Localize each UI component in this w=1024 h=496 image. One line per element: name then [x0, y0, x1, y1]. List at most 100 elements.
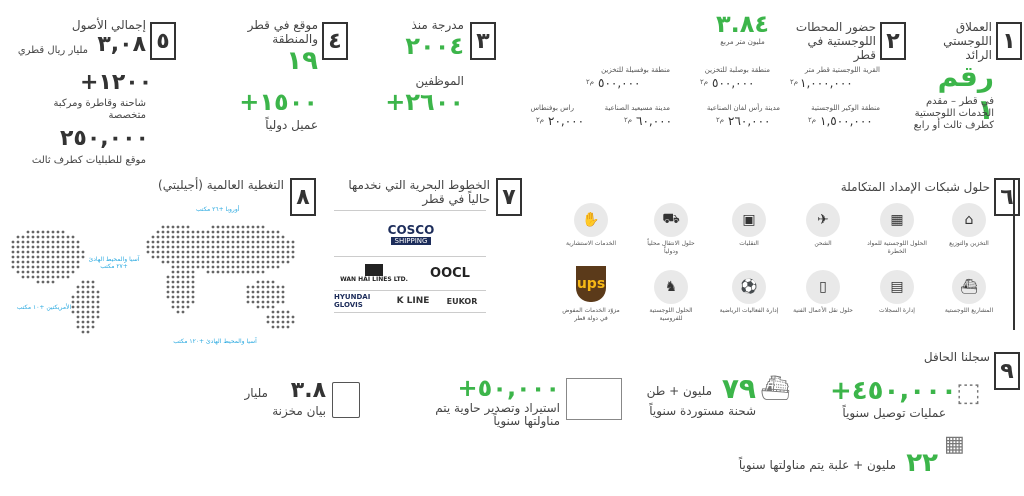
cosco-logo: COSCO SHIPPING	[387, 223, 435, 245]
service-label: المشاريع اللوجستية	[944, 307, 994, 314]
clients-count: +١٥٠٠	[239, 88, 318, 116]
service-label: حلول الانتقال محلياً ودولياً	[647, 240, 695, 255]
handshake-icon: ✋	[574, 203, 608, 237]
service-label: النقليات	[739, 240, 759, 247]
employees-count: +٢٦٠٠	[385, 88, 464, 116]
map-callout: أوروبا +٢٦ مكتب	[196, 206, 240, 213]
terminal-unit: م٢	[624, 116, 633, 124]
terminal-value: ٢٠,٠٠٠	[548, 114, 585, 128]
terminal-label: منطقة بوصلبة للتخزين	[704, 66, 770, 74]
eukor-logo: EUKOR	[446, 296, 478, 306]
containers-count: +٥٠,٠٠٠	[457, 374, 560, 402]
service-label: إدارة الفعاليات الرياضية	[719, 307, 779, 314]
ups-logo: ups	[576, 266, 606, 302]
terminal-label: منطقة الوكير اللوجستية	[811, 104, 880, 112]
fleet-count: +١٢٠٠	[80, 70, 153, 95]
section-title-3: مدرجة منذ	[411, 18, 464, 32]
freight-icon: ✈	[806, 203, 840, 237]
container-icon	[566, 378, 622, 420]
hazmat-icon: ▦	[880, 203, 914, 237]
terminal-unit: م٢	[808, 116, 817, 124]
tonnage-label: شحنة مستوردة سنوياً	[649, 404, 756, 418]
delivery-box-icon: ⬚	[956, 378, 981, 408]
section-title-9: سجلنا الحافل	[923, 350, 990, 364]
terminal-value: ٥٠٠,٠٠٠	[598, 76, 641, 90]
terminal-label: منطقة بوفسيلة للتخزين	[601, 66, 670, 74]
section-number-6: ٦	[994, 178, 1020, 216]
terminal-value: ٦٠,٠٠٠	[636, 114, 673, 128]
world-map	[11, 225, 295, 334]
map-callout: آسيا والمحيط الهادئ +١٢٠ مكتب	[173, 338, 257, 345]
document-icon	[332, 382, 360, 418]
moving-truck-icon: ⛟	[654, 203, 688, 237]
area-total-unit: مليون متر مربع	[720, 38, 765, 46]
terminal-unit: م٢	[536, 116, 545, 124]
terminal-label: مدينة مسيعيد الصناعية	[604, 104, 670, 112]
truck-icon: ▣	[732, 203, 766, 237]
service-label: مزوّد الخدمات المفوض في دولة قطر	[562, 307, 620, 322]
oocl-logo: OOCL	[430, 265, 470, 281]
listed-since-year: ٢٠٠٤	[405, 32, 464, 60]
service-label: التخزين والتوزيع	[949, 240, 989, 247]
warehouse-icon: ⌂	[952, 203, 986, 237]
deliveries-count: +٤٥٠,٠٠٠	[830, 376, 957, 406]
clients-label: عميل دولياً	[265, 118, 318, 132]
leader-rank: رقم ١	[937, 60, 994, 126]
section-number-7: ٧	[496, 178, 522, 216]
terminal-unit: م٢	[790, 78, 799, 86]
locations-count: ١٩	[286, 46, 318, 76]
records-icon: ▤	[880, 270, 914, 304]
section-number-1: ١	[996, 22, 1022, 60]
horse-icon: ♞	[654, 270, 688, 304]
service-label: إدارة السجلات	[879, 307, 915, 314]
ship-plane-icon: ⛴	[760, 374, 791, 402]
records-label: بيان مخزنة	[272, 404, 326, 418]
assets-value: ٣,٠٨	[97, 32, 146, 57]
terminal-value: ١,٥٠٠,٠٠٠	[820, 114, 873, 128]
map-callout: الأمريكتين +١٠ مكتب	[16, 304, 72, 311]
section-number-3: ٣	[470, 22, 496, 60]
service-label: الحلول اللوجستية للفروسية	[649, 307, 693, 322]
sports-icon: ⚽	[732, 270, 766, 304]
section-number-4: ٤	[322, 22, 348, 60]
containers-label: استيراد وتصدير حاوية يتم مناولتها سنوياً	[435, 401, 560, 428]
pallet-count: ٢٥٠,٠٠٠	[60, 126, 149, 151]
area-total: ٣.٨٤	[715, 10, 770, 38]
glovis-logo: HYUNDAI GLOVIS	[334, 293, 371, 309]
section-title-5: إجمالي الأصول	[71, 18, 146, 32]
boxes-count: ٢٢	[906, 448, 938, 478]
section-title-2: حضور المحطات اللوجستية في قطر	[795, 20, 876, 62]
section-number-9: ٩	[994, 352, 1020, 390]
terminal-label: القرية اللوجستية قطر متر	[804, 66, 880, 74]
tonnage-count: ٧٩	[721, 372, 756, 405]
records-unit: مليار	[244, 386, 268, 400]
section-title-7: الخطوط البحرية التي نخدمها حالياً في قطر	[348, 178, 490, 206]
art-frame-icon: ▯	[806, 270, 840, 304]
boxes-label: مليون + علبة يتم مناولتها سنوياً	[738, 458, 896, 472]
section-number-5: ٥	[150, 22, 176, 60]
terminal-label: مدينة رأس لفان الصناعية	[706, 104, 780, 112]
section-title-8: التغطية العالمية (أجيليتي)	[158, 178, 284, 192]
section-number-2: ٢	[880, 22, 906, 60]
fleet-description: شاحنة وقاطرة ومركبة متخصصة	[53, 98, 146, 121]
leader-description: في قطر – مقدم الخدمات اللوجستية كطرف ثال…	[913, 96, 994, 131]
section-title-4: موقع في قطر والمنطقة	[247, 18, 318, 46]
employees-label: الموظفين	[415, 74, 464, 88]
pallet-description: موقع للطبليات كطرف ثالث	[31, 155, 146, 166]
terminal-value: ٢٦٠,٠٠٠	[728, 114, 771, 128]
section-number-8: ٨	[290, 178, 316, 216]
service-label: الحلول اللوجستية للمواد الخطرة	[867, 240, 927, 255]
terminal-unit: م٢	[586, 78, 595, 86]
terminal-value: ١,٠٠٠,٠٠٠	[800, 76, 853, 90]
deliveries-label: عمليات توصيل سنوياً	[842, 406, 946, 420]
kline-logo: K LINE	[396, 296, 430, 306]
terminal-unit: م٢	[716, 116, 725, 124]
map-callout: آسيا والمحيط الهادئ +٢٧ مكتب	[88, 256, 140, 270]
terminal-value: ٥٠٠,٠٠٠	[712, 76, 755, 90]
tonnage-unit: مليون + طن	[646, 384, 712, 398]
wanhai-logo: WAN HAI LINES LTD.	[336, 258, 412, 288]
terminal-unit: م٢	[700, 78, 709, 86]
boxes-stack-icon: ▦	[944, 432, 965, 457]
records-count: ٣.٨	[290, 378, 326, 403]
section-title-6: حلول شبكات الإمداد المتكاملة	[840, 180, 990, 194]
